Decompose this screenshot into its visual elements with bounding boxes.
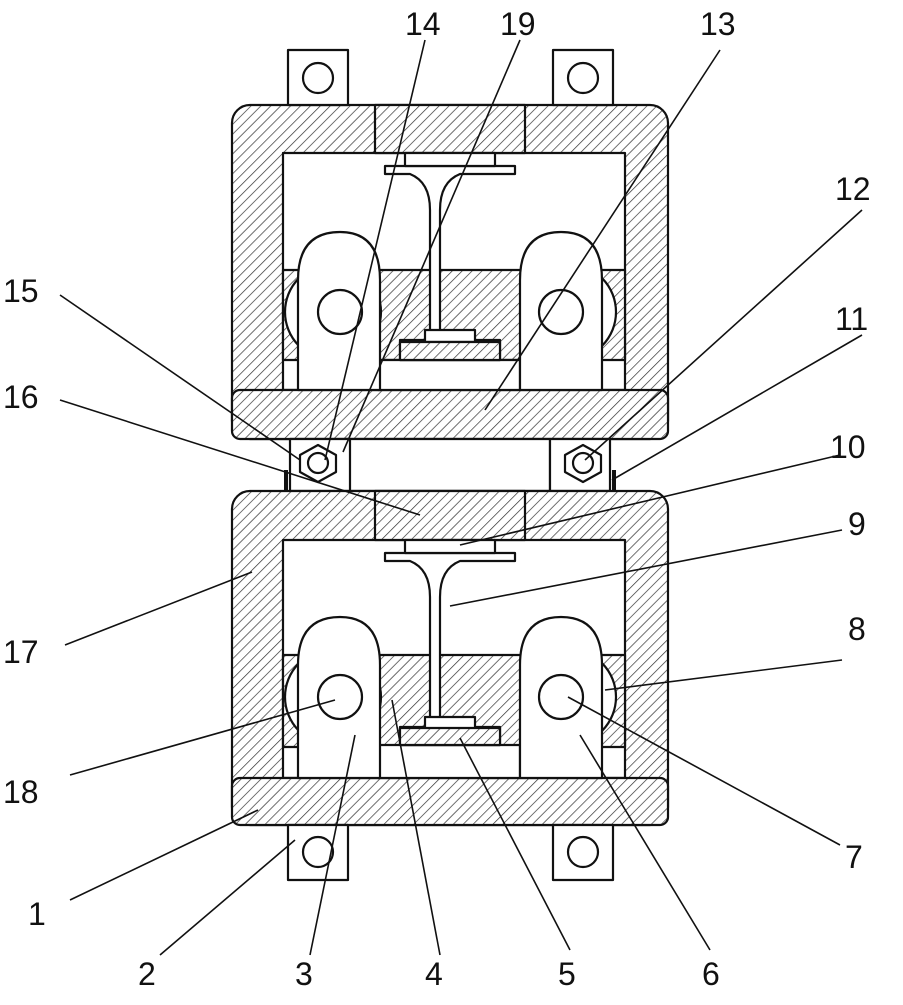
upper-housing xyxy=(230,48,670,441)
label-7: 7 xyxy=(845,839,863,875)
label-12: 12 xyxy=(835,171,871,207)
label-11: 11 xyxy=(835,301,868,337)
label-19: 19 xyxy=(500,6,536,42)
label-6: 6 xyxy=(702,956,720,992)
label-17: 17 xyxy=(3,634,39,670)
label-15: 15 xyxy=(3,273,39,309)
label-18: 18 xyxy=(3,774,39,810)
callout-labels: 1 2 3 4 5 6 7 8 9 10 11 12 13 14 15 16 1… xyxy=(3,6,871,992)
label-10: 10 xyxy=(830,429,866,465)
lower-housing xyxy=(230,489,670,882)
label-2: 2 xyxy=(138,956,156,992)
middle-connectors xyxy=(284,437,616,493)
label-5: 5 xyxy=(558,956,576,992)
label-14: 14 xyxy=(405,6,441,42)
label-1: 1 xyxy=(28,896,46,932)
label-4: 4 xyxy=(425,956,443,992)
label-9: 9 xyxy=(848,506,866,542)
label-13: 13 xyxy=(700,6,736,42)
label-8: 8 xyxy=(848,611,866,647)
leader-lines xyxy=(59,39,863,956)
label-16: 16 xyxy=(3,379,39,415)
label-3: 3 xyxy=(295,956,313,992)
